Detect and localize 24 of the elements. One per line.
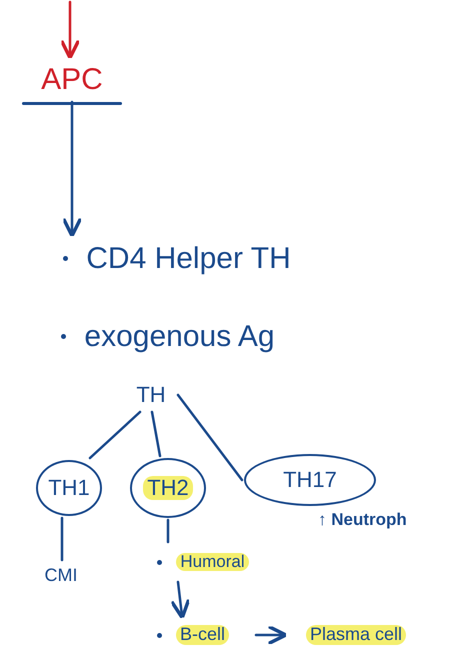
node-label: CMI bbox=[44, 566, 78, 586]
connector-line bbox=[60, 516, 64, 562]
connector-line bbox=[176, 394, 244, 482]
arrow bbox=[62, 100, 82, 238]
node-label: exogenous Ag bbox=[83, 320, 276, 352]
node-label: APC bbox=[40, 62, 104, 96]
ellipse-node bbox=[36, 460, 102, 516]
side-note: ↑ Neutroph bbox=[318, 510, 407, 530]
ellipse-node bbox=[130, 458, 206, 518]
arrow bbox=[254, 624, 288, 646]
node-label: TH bbox=[135, 382, 167, 408]
node-label: B-cell bbox=[176, 625, 229, 645]
arrow bbox=[60, 0, 80, 60]
node-label: Plasma cell bbox=[306, 625, 406, 645]
node-label: CD4 Helper TH bbox=[85, 242, 292, 274]
connector-line bbox=[88, 410, 142, 460]
node-label: TH1 bbox=[47, 476, 91, 500]
connector-line bbox=[150, 410, 162, 458]
arrow bbox=[170, 580, 191, 620]
node-label: Humoral bbox=[176, 552, 249, 572]
ellipse-node bbox=[244, 454, 376, 506]
node-label: TH2 bbox=[143, 476, 193, 500]
node-label: TH17 bbox=[282, 468, 338, 492]
connector-line bbox=[166, 518, 170, 544]
